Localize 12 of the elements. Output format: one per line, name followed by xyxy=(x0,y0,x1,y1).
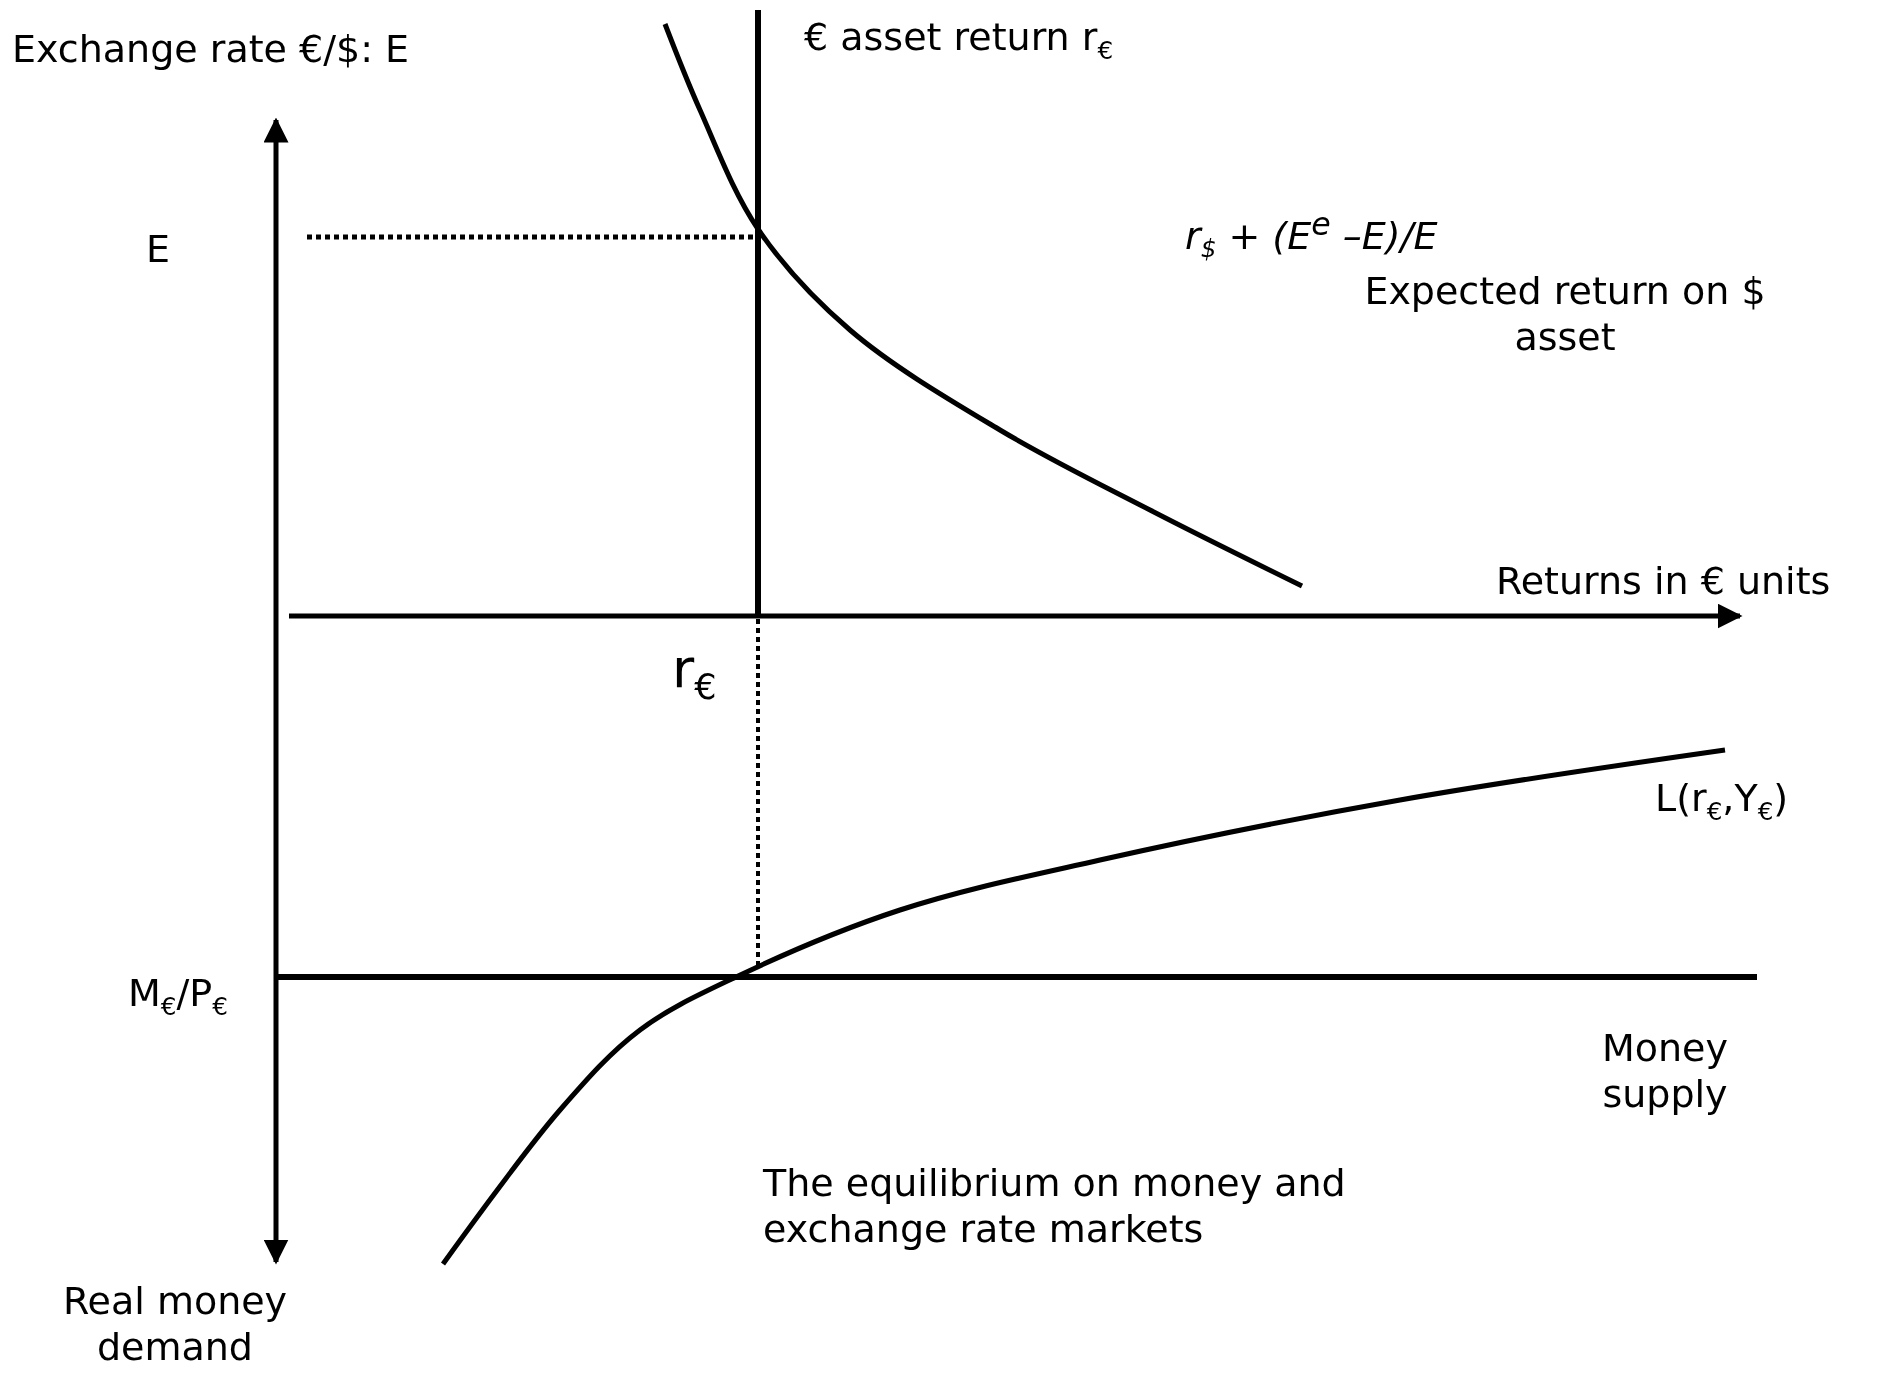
curve-label: € asset return r$_{€}$ xyxy=(804,14,1114,66)
curve-label: Expected return on $ asset xyxy=(1363,268,1767,361)
caption-text: The equilibrium on money and exchange rate markets xyxy=(763,1160,1347,1253)
formula-label: r$_{$}$ + (E$^{e}$ –E)/E xyxy=(1185,205,1438,265)
curve-label: Money supply xyxy=(1601,1025,1729,1118)
axis-title: Exchange rate €/$: E xyxy=(12,26,410,73)
axis-value: r$_{€}$ xyxy=(672,636,717,709)
curve-label: L(r$_{€}$,Y$_{€}$) xyxy=(1655,775,1789,827)
axis-title: Returns in € units xyxy=(1496,558,1831,605)
axis-title: Real money demand xyxy=(61,1278,289,1371)
axis-value: M$_{€}$/P$_{€}$ xyxy=(128,970,228,1022)
axis-value: E xyxy=(146,226,170,273)
